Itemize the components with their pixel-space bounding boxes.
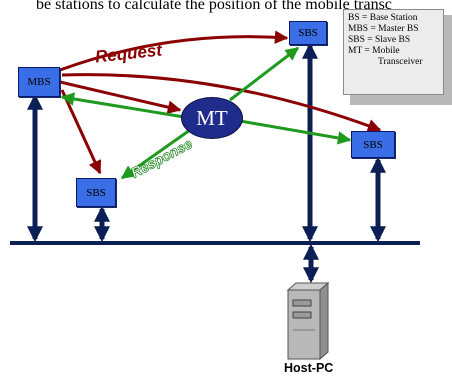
- request-arrow-mt: [59, 80, 182, 114]
- sbs-top-node: SBS: [289, 21, 327, 45]
- legend-line: MBS = Master BS: [348, 24, 419, 34]
- response-arrow-mbs: [60, 92, 185, 119]
- legend-line: SBS = Slave BS: [348, 35, 411, 45]
- request-arrow-sbs-top: [59, 30, 289, 72]
- response-arrow-sbs-left: [120, 128, 191, 180]
- response-arrow-sbs-right: [239, 119, 352, 145]
- request-arrow-sbs-right: [61, 73, 382, 133]
- sbs-right-node: SBS: [351, 131, 395, 158]
- host-pc-icon: [286, 281, 330, 361]
- legend-box: BS = Base Station MBS = Master BS SBS = …: [343, 9, 444, 95]
- sbs-left-node: SBS: [76, 178, 116, 207]
- host-pc-label: Host-PC: [284, 361, 334, 375]
- legend-line: MT = Mobile: [348, 46, 400, 56]
- mt-node: MT: [181, 97, 243, 139]
- response-arrow-sbs-top: [229, 46, 300, 102]
- caption-text: be stations to calculate the position of…: [36, 0, 392, 13]
- legend-line: BS = Base Station: [348, 13, 418, 23]
- mbs-node: MBS: [18, 67, 60, 97]
- legend-line: Transceiver: [378, 57, 423, 67]
